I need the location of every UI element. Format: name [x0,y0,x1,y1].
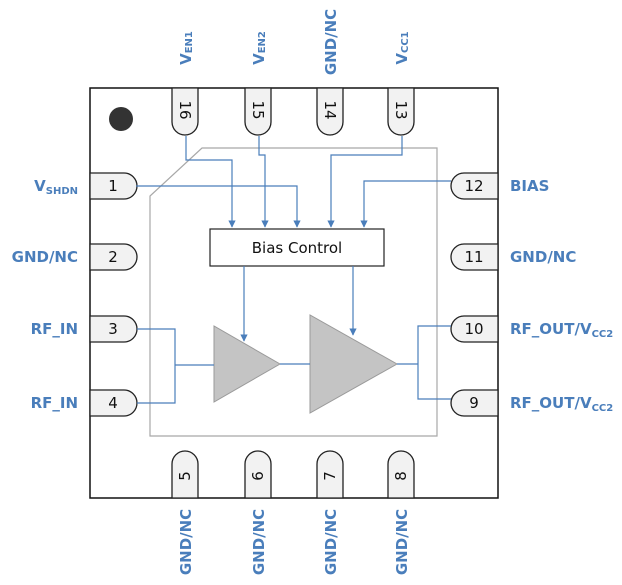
label-pin5: GND/NC [177,509,195,575]
svg-text:VCC1: VCC1 [393,31,411,64]
label-rf-in-4: RF_IN [31,394,78,412]
wire-ven1 [185,136,236,228]
pin-6: 6 [244,450,272,499]
bias-control-label: Bias Control [252,239,342,257]
pin-number-12: 12 [464,177,483,195]
pin-number-10: 10 [464,320,483,338]
pin-2: 2 [89,243,138,271]
label-vcc1: VCC1 [393,31,411,64]
label-pin14: GND/NC [322,9,340,75]
wire-rf-out-split [417,325,451,400]
pin-number-14: 14 [321,100,339,119]
label-pin8: GND/NC [393,509,411,575]
pin-number-6: 6 [249,471,267,481]
pin-16: 16 [171,87,199,136]
pin-number-13: 13 [392,100,410,119]
pin-number-9: 9 [469,394,479,412]
wire-bias [360,180,451,228]
label-pin6: GND/NC [250,509,268,575]
label-pin2: GND/NC [12,248,78,266]
driver-amplifier [213,325,282,403]
pin-9: 9 [450,389,499,417]
pin-number-5: 5 [176,471,194,481]
die-outline [149,147,438,437]
pin-number-11: 11 [464,248,483,266]
pin-8: 8 [387,450,415,499]
pin-number-8: 8 [392,471,410,481]
pin-number-15: 15 [249,100,267,119]
pin-1: 1 [89,172,138,200]
pin-number-4: 4 [108,394,118,412]
label-pin11: GND/NC [510,248,576,266]
label-pin7: GND/NC [322,509,340,575]
pin-14: 14 [316,87,344,136]
pin-number-7: 7 [321,471,339,481]
pin-10: 10 [450,315,499,343]
label-vshdn: VSHDN [34,177,78,197]
pin-number-3: 3 [108,320,118,338]
label-rf-out-9: RF_OUT/VCC2 [510,394,613,414]
pin-12: 12 [450,172,499,200]
pin-3: 3 [89,315,138,343]
label-rf-out-10: RF_OUT/VCC2 [510,320,613,340]
pin-15: 15 [244,87,272,136]
pin-number-2: 2 [108,248,118,266]
wire-rf-in-combine [137,328,176,404]
pin1-indicator-dot [109,107,133,131]
pin-number-1: 1 [108,177,118,195]
wire-vshdn [136,185,301,228]
package-outline [89,87,499,499]
pin-4: 4 [89,389,138,417]
bias-control-block [209,228,385,267]
wire-vcc1 [327,136,403,228]
wire-ven2 [258,136,269,228]
label-ven1: VEN1 [177,31,195,65]
pin-7: 7 [316,450,344,499]
svg-text:VEN2: VEN2 [250,31,268,65]
label-ven2: VEN2 [250,31,268,65]
pin-13: 13 [387,87,415,136]
pin-5: 5 [171,450,199,499]
pin-11: 11 [450,243,499,271]
label-rf-in-3: RF_IN [31,320,78,338]
svg-text:VEN1: VEN1 [177,31,195,65]
label-bias: BIAS [510,177,549,195]
pin-number-16: 16 [176,100,194,119]
